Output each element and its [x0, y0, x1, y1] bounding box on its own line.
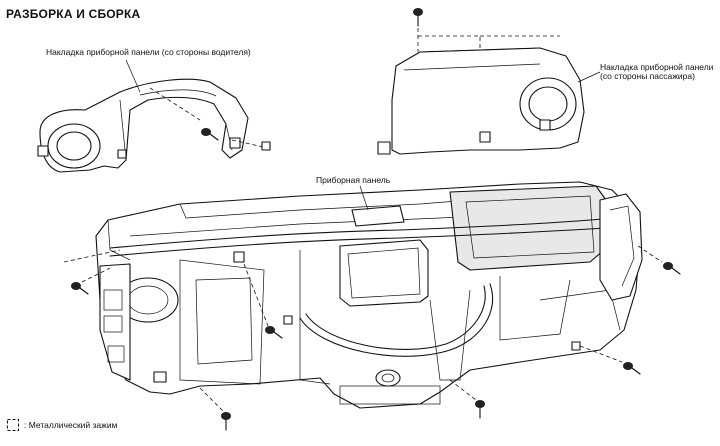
- metal-clip-icon: [153, 371, 167, 383]
- instrument-panel-label: Приборная панель: [316, 175, 391, 185]
- passenger-trim-label-line1: Накладка приборной панели: [600, 62, 714, 72]
- screw-icon: [623, 362, 641, 375]
- metal-clip-icon: [479, 131, 491, 143]
- screw-icon: [265, 326, 283, 339]
- metal-clip-icon: [539, 119, 551, 131]
- screw-icon: [201, 128, 219, 141]
- passenger-trim-label-line2: (со стороны пассажира): [600, 70, 695, 81]
- legend-text: : Металлический зажим: [24, 419, 118, 430]
- metal-clip-icon: [377, 141, 391, 155]
- page-title: РАЗБОРКА И СБОРКА: [6, 7, 141, 21]
- screw-icon: [221, 412, 231, 431]
- instrument-panel: [95, 181, 643, 409]
- metal-clip-icon: [233, 251, 245, 263]
- metal-clip-icon: [571, 341, 581, 351]
- screw-icon: [475, 400, 485, 419]
- mounting-screws: [63, 245, 681, 431]
- driver-trim-label: Накладка приборной панели (со стороны во…: [46, 47, 251, 57]
- metal-clip-icon: [283, 315, 293, 325]
- screw-icon: [413, 8, 423, 27]
- passenger-side-trim: [377, 8, 601, 155]
- screw-icon: [71, 282, 89, 295]
- metal-clip-icon: [37, 145, 49, 157]
- metal-clip-icon: [261, 141, 271, 151]
- screw-icon: [663, 262, 681, 275]
- metal-clip-icon: [229, 137, 241, 149]
- driver-side-trim: [37, 59, 271, 173]
- metal-clip-icon: [117, 149, 127, 159]
- legend: : Металлический зажим: [6, 418, 117, 432]
- metal-clip-icon: [7, 419, 19, 431]
- passenger-trim-label: Накладка приборной панели (со стороны па…: [600, 63, 713, 81]
